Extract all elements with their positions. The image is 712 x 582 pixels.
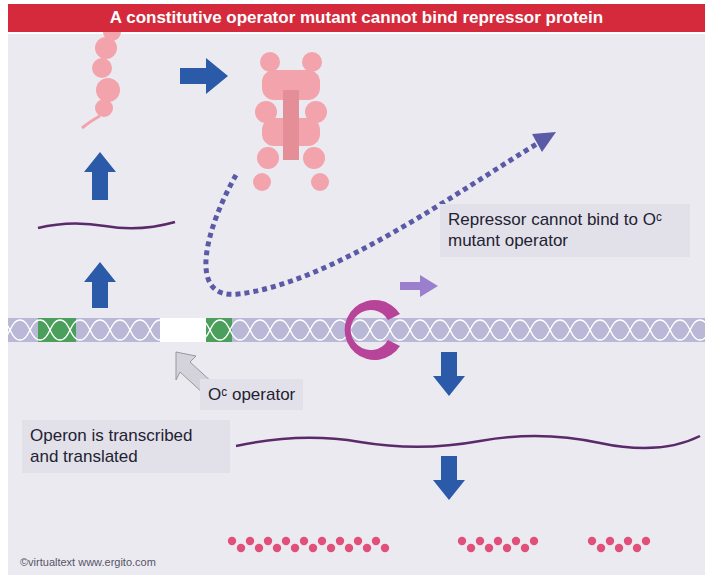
callout-text: Operon is transcribed and translated	[30, 425, 222, 468]
repressor-monomer	[82, 23, 121, 128]
callout-box: Oᶜ operator	[200, 379, 303, 410]
operon-mrna	[236, 436, 700, 448]
background-panel	[8, 34, 705, 575]
up-arrow	[84, 262, 116, 308]
protein-chains	[228, 537, 650, 552]
title: A constitutive operator mutant cannot bi…	[110, 8, 603, 28]
callout-box: Operon is transcribed and translated	[22, 420, 230, 473]
repressor-tetramer	[253, 52, 329, 191]
callout-text: Repressor cannot bind to Oᶜ mutant opera…	[448, 209, 682, 252]
arrowhead	[532, 132, 556, 152]
direction-arrow	[400, 275, 438, 297]
dna-helix	[8, 318, 705, 342]
callout-box: Repressor cannot bind to Oᶜ mutant opera…	[440, 204, 690, 257]
dna-band	[8, 318, 705, 342]
watermark: ©virtualtext www.ergito.com	[20, 556, 156, 568]
callout-text: Oᶜ operator	[208, 384, 295, 405]
up-arrow	[84, 152, 116, 200]
right-arrow	[180, 58, 228, 94]
title-bar: A constitutive operator mutant cannot bi…	[8, 4, 705, 32]
down-arrow	[433, 456, 465, 500]
rna-polymerase	[345, 300, 400, 360]
down-arrow	[433, 352, 465, 396]
repressor-mrna	[38, 222, 175, 228]
